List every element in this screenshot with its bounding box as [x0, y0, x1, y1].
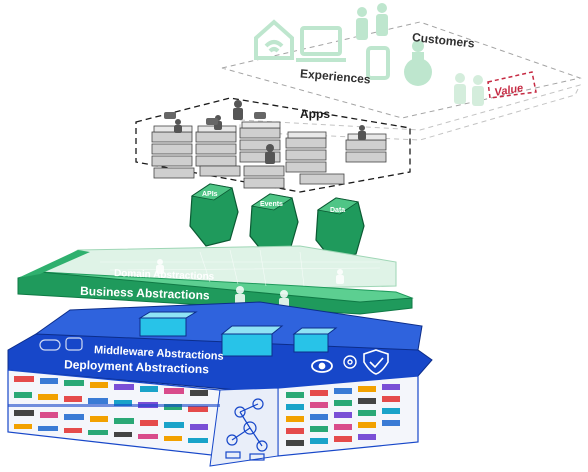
value-callout — [487, 71, 537, 99]
data-block: Data — [315, 197, 365, 261]
apps-label: Apps — [300, 107, 330, 121]
apps-layer: Apps — [135, 97, 411, 193]
app-server-stacks — [151, 121, 387, 189]
house-icon — [254, 19, 294, 60]
customers-label: Customers — [411, 30, 475, 51]
business-abstractions-label: Business Abstractions — [80, 284, 210, 303]
phone-icon — [366, 46, 390, 80]
value-label: Value — [494, 82, 525, 99]
events-block: Events — [249, 193, 299, 257]
ar-headset-icon — [404, 40, 432, 86]
shield-icon — [363, 349, 389, 375]
business-layer: Domain Abstractions Business Abstraction… — [17, 245, 414, 315]
apis-block: APIs — [189, 183, 239, 247]
apps-plane — [135, 97, 411, 193]
people-icon — [356, 3, 388, 40]
eye-icon — [311, 359, 333, 373]
app-users-icon — [174, 100, 366, 164]
domain-abstractions-label: Domain Abstractions — [114, 268, 215, 283]
business-plane-side — [18, 250, 90, 278]
cloud-icon — [39, 337, 83, 351]
customers-experiences-layer: Value Customers Experiences — [221, 3, 582, 141]
tools-collage — [7, 369, 419, 467]
domain-lines — [100, 249, 381, 287]
chat-bubble-icon — [164, 112, 266, 125]
infrastructure-layer: Middleware Abstractions Deployment Abstr… — [7, 301, 433, 393]
apis-label: APIs — [202, 191, 218, 198]
middleware-blocks — [138, 311, 338, 357]
laptop-icon — [296, 26, 346, 62]
integration-layer: APIs Events Data — [189, 183, 365, 261]
experiences-plane-lower — [239, 84, 581, 141]
experiences-plane — [221, 21, 582, 119]
gear-icon — [343, 355, 357, 369]
data-label: Data — [330, 207, 345, 214]
business-plane-front — [17, 271, 413, 315]
service-graph-icon — [225, 398, 268, 461]
experiences-label: Experiences — [300, 66, 372, 86]
people-icon — [454, 73, 484, 106]
vendor-logos-right — [286, 384, 400, 446]
deployment-abstractions-label: Deployment Abstractions — [64, 357, 210, 376]
vendor-logos-left — [8, 376, 220, 443]
events-label: Events — [260, 201, 283, 208]
